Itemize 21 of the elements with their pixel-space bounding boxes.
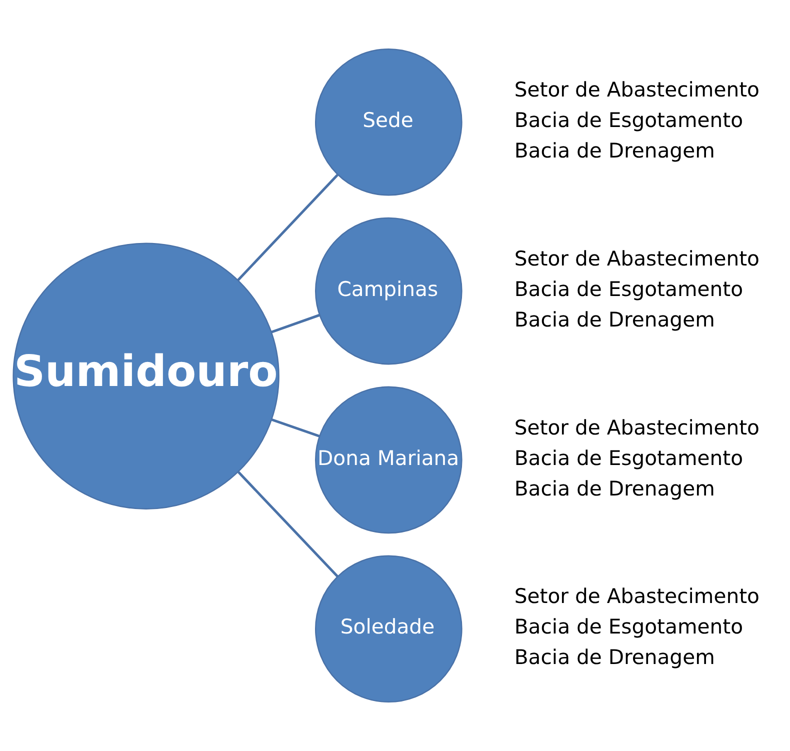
node-label: Setor de Abastecimento [514, 246, 760, 270]
connector [271, 314, 320, 334]
connector [237, 174, 338, 281]
node-label: Setor de Abastecimento [514, 415, 760, 440]
connector [238, 471, 339, 578]
node-circle: Sumidouro [12, 242, 280, 510]
node-label: Bacia de Esgotamento [514, 276, 744, 301]
node-label: Bacia de Esgotamento [514, 108, 744, 132]
node-label: Bacia de Esgotamento [514, 614, 744, 639]
node-circle: Soledade [314, 555, 462, 703]
node-label: Bacia de Esgotamento [514, 446, 744, 470]
connector [271, 418, 320, 438]
node-label: Bacia de Drenagem [514, 307, 715, 332]
node-label: Bacia de Drenagem [514, 476, 715, 500]
node-circle: Dona Mariana [314, 386, 462, 534]
node-circle: Sede [314, 48, 462, 196]
node-label: Setor de Abastecimento [514, 77, 760, 102]
node-circle: Campinas [314, 217, 462, 365]
node-label: Bacia de Drenagem [514, 138, 715, 162]
node-label: Bacia de Drenagem [514, 645, 715, 670]
node-label: Setor de Abastecimento [514, 584, 760, 608]
